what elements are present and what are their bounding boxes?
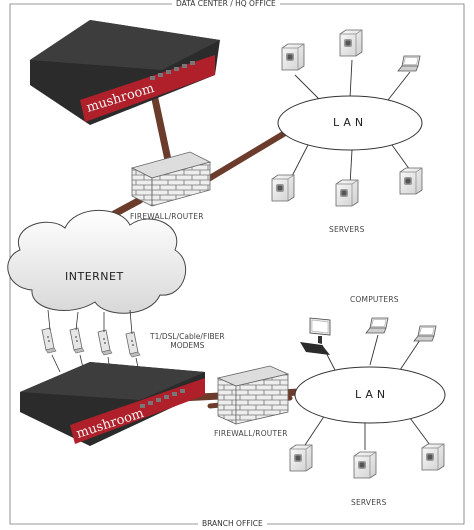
frame bbox=[9, 3, 465, 525]
branch-computers-label: COMPUTERS bbox=[350, 295, 399, 304]
branch-workstation bbox=[300, 317, 331, 355]
hq-server-1 bbox=[271, 174, 295, 202]
modem-3 bbox=[97, 329, 113, 356]
internet-label: INTERNET bbox=[65, 270, 124, 283]
internet-cloud bbox=[7, 209, 187, 314]
branch-lan-label: LAN bbox=[355, 388, 390, 401]
modem-4 bbox=[125, 331, 141, 358]
branch-server-3 bbox=[421, 443, 445, 471]
modem-1 bbox=[41, 327, 57, 354]
hq-server-2 bbox=[335, 179, 359, 207]
frame-top-title: DATA CENTER / HQ OFFICE bbox=[172, 0, 280, 8]
hq-computer-1 bbox=[281, 43, 305, 71]
branch-servers-label: SERVERS bbox=[351, 498, 387, 507]
hq-firewall-label: FIREWALL/ROUTER bbox=[130, 212, 204, 221]
branch-laptop-1 bbox=[365, 317, 389, 334]
hq-lan bbox=[277, 95, 423, 151]
branch-laptop-2 bbox=[413, 325, 437, 342]
branch-router: mushroom bbox=[20, 362, 205, 446]
modems-label-line2: MODEMS bbox=[170, 341, 205, 350]
branch-devices bbox=[289, 317, 445, 479]
hq-lan-spokes bbox=[289, 59, 411, 186]
hq-router: mushroom bbox=[30, 20, 220, 125]
hq-laptop bbox=[397, 55, 421, 72]
branch-lan bbox=[294, 366, 446, 424]
branch-lan-spokes bbox=[304, 334, 431, 450]
hq-servers-label: SERVERS bbox=[329, 225, 365, 234]
modem-2 bbox=[69, 327, 85, 354]
modems-label-line1: T1/DSL/Cable/FIBER bbox=[150, 332, 225, 341]
hq-firewall bbox=[130, 151, 212, 207]
hq-computer-2 bbox=[339, 29, 363, 57]
frame-bottom-title: BRANCH OFFICE bbox=[198, 519, 267, 528]
branch-server-2 bbox=[353, 451, 377, 479]
branch-firewall-label: FIREWALL/ROUTER bbox=[214, 429, 288, 438]
hq-lan-label: LAN bbox=[333, 116, 368, 129]
branch-firewall bbox=[216, 365, 290, 425]
modems-label: T1/DSL/Cable/FIBER MODEMS bbox=[150, 332, 225, 350]
hq-server-3 bbox=[399, 167, 423, 195]
branch-server-1 bbox=[289, 444, 313, 472]
